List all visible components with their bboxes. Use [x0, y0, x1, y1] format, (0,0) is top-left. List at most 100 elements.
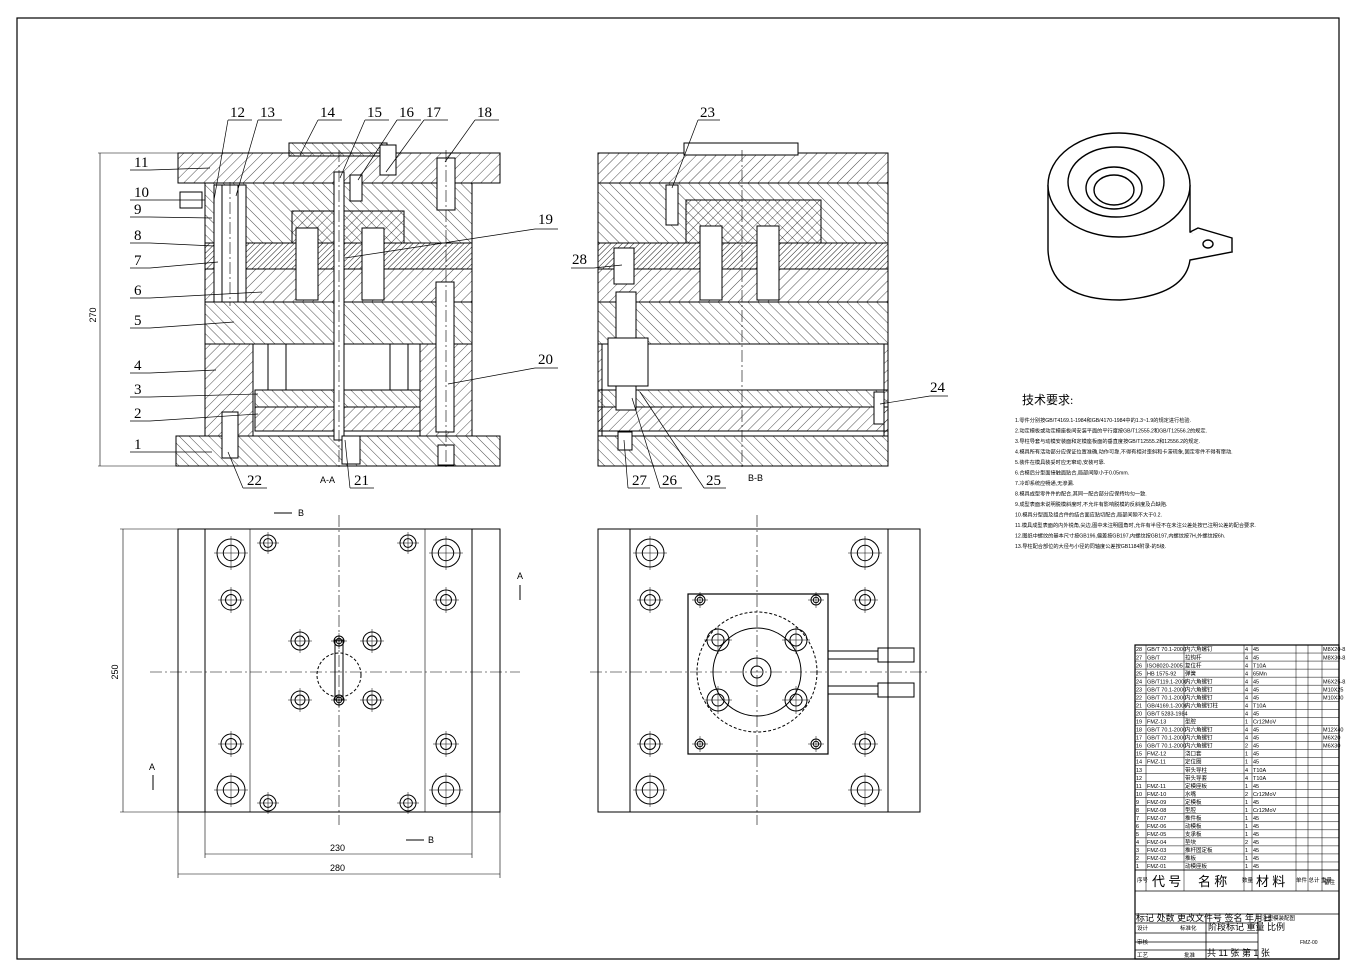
- title-sheets: 共 11 张 第 1 张: [1207, 947, 1270, 958]
- requirements-list: 1.零件分别按GB/T4169.1-1984和GB/4170-1984中的1.3…: [1015, 416, 1256, 550]
- balloon-16: 16: [399, 105, 415, 121]
- balloon-21: 21: [354, 473, 369, 489]
- bom-cell: 45: [1253, 679, 1259, 685]
- drawing-code: FMZ-00: [1300, 940, 1318, 946]
- bom-cell: M10X30: [1323, 695, 1344, 701]
- bom-cell: 动模座板: [1185, 862, 1208, 870]
- balloon-23: 23: [700, 105, 715, 121]
- bom-cell: 4: [1245, 671, 1248, 677]
- bom-cell: 26: [1136, 663, 1142, 669]
- bom-cell: 45: [1253, 840, 1259, 846]
- bom-cell: 内六角螺钉: [1185, 742, 1213, 750]
- bom-cell: T10A: [1253, 776, 1266, 782]
- bom-cell: 6: [1136, 824, 1139, 830]
- bom-cell: 45: [1253, 816, 1259, 822]
- bom-cell: 8: [1136, 808, 1139, 814]
- balloon-13: 13: [260, 105, 275, 121]
- balloon-27: 27: [632, 473, 648, 489]
- sheet-border: [16, 17, 1340, 960]
- bom-cell: 15: [1136, 752, 1142, 758]
- bom-cell: 4: [1245, 776, 1248, 782]
- bom-cell: 24: [1136, 679, 1142, 685]
- balloon-3: 3: [134, 382, 142, 398]
- bom-cell: 45: [1253, 655, 1259, 661]
- bom-cell: 3: [1136, 848, 1139, 854]
- bom-cell: 拉钩杆: [1185, 653, 1202, 661]
- bom-cell: FMZ-08: [1147, 808, 1166, 814]
- bom-cell: 4: [1245, 736, 1248, 742]
- arrow-a-left: A: [149, 762, 155, 772]
- bom-cell: GB/T: [1147, 655, 1160, 661]
- bom-cell: GB/T 70.1-2000: [1147, 744, 1186, 750]
- title-block: [1135, 913, 1339, 959]
- bom-cell: 内六角螺钉: [1185, 645, 1213, 653]
- drawing-name: 注塑模装配图: [1262, 914, 1296, 922]
- bom-cell: 9: [1136, 800, 1139, 806]
- bom-cell: GB/T 70.1-2000: [1147, 687, 1186, 693]
- bom-cell: M8X20-8.8: [1323, 647, 1346, 653]
- bom-cell: 45: [1253, 856, 1259, 862]
- title-approve: 批准: [1184, 951, 1196, 959]
- bom-cell: HB 1575-92: [1147, 671, 1176, 677]
- title-review: 审核: [1137, 938, 1149, 946]
- bom-cell: 45: [1253, 687, 1259, 693]
- bom-cell: 12: [1136, 776, 1142, 782]
- title-row1: 标记 处数 更改文件号 签名 年月日: [1136, 912, 1272, 923]
- bom-cell: 内六角螺钉: [1185, 734, 1213, 742]
- balloon-17: 17: [426, 105, 442, 121]
- bom-header-note: 备注: [1324, 878, 1336, 886]
- bom-cell: 22: [1136, 695, 1142, 701]
- bom-cell: 45: [1253, 712, 1259, 718]
- bom-cell: 4: [1245, 663, 1248, 669]
- bom-cell: 型腔: [1185, 718, 1197, 726]
- bom-cell: 内六角螺钉: [1185, 726, 1213, 734]
- bom-cell: FMZ-03: [1147, 848, 1166, 854]
- bom-cell: 4: [1245, 768, 1248, 774]
- bom-cell: 推杆固定板: [1185, 846, 1213, 854]
- bom-cell: 1: [1245, 856, 1248, 862]
- bom-cell: 内六角螺钉柱: [1185, 701, 1219, 709]
- bom-cell: 17: [1136, 736, 1142, 742]
- bom-cell: GB/T 70.1-2000: [1147, 736, 1186, 742]
- bom-cell: 4: [1245, 703, 1248, 709]
- arrow-a-right: A: [517, 571, 523, 581]
- bom-cell: 1: [1245, 824, 1248, 830]
- bom-cell: 21: [1136, 703, 1142, 709]
- balloon-14: 14: [320, 105, 336, 121]
- bom-cell: 1: [1245, 720, 1248, 726]
- bom-cell: GB/T119.1-2000: [1147, 679, 1187, 685]
- balloon-11: 11: [134, 155, 148, 171]
- bom-cell: 1: [1245, 864, 1248, 870]
- bom-header-qty: 数量: [1242, 876, 1254, 884]
- balloon-8: 8: [134, 228, 142, 244]
- bom-cell: 4: [1245, 712, 1248, 718]
- bom-header-seq: 序号: [1137, 876, 1149, 884]
- balloon-1: 1: [134, 437, 142, 453]
- bom-cell: 2: [1245, 744, 1248, 750]
- bom-cell: M12X40: [1323, 728, 1344, 734]
- section-a-a-label: A-A: [320, 475, 335, 485]
- dim-250: 250: [110, 664, 120, 679]
- bom-cell: 带头导柱: [1185, 766, 1208, 774]
- bom-cell: 内六角螺钉: [1185, 693, 1213, 701]
- bom-cell: 23: [1136, 687, 1142, 693]
- bom-cell: 动模板: [1185, 822, 1202, 830]
- bom-cell: 1: [1245, 752, 1248, 758]
- leaders-a: [227, 228, 558, 489]
- balloon-22: 22: [247, 473, 262, 489]
- bom-cell: 16: [1136, 744, 1142, 750]
- bom-cell: 45: [1253, 760, 1259, 766]
- bom-cell: 带头导套: [1185, 774, 1208, 782]
- plan-view-fixed-half: [120, 512, 521, 878]
- bom-cell: 4: [1245, 655, 1248, 661]
- balloon-15: 15: [367, 105, 382, 121]
- balloon-20: 20: [538, 352, 553, 368]
- bom-cell: GB/T 70.1-2000: [1147, 647, 1186, 653]
- bom-cell: 1: [1245, 808, 1248, 814]
- bom-cell: 内六角螺钉: [1185, 685, 1213, 693]
- bom-cell: 推件板: [1185, 814, 1202, 822]
- bom-cell: 18: [1136, 728, 1142, 734]
- balloon-12: 12: [230, 105, 245, 121]
